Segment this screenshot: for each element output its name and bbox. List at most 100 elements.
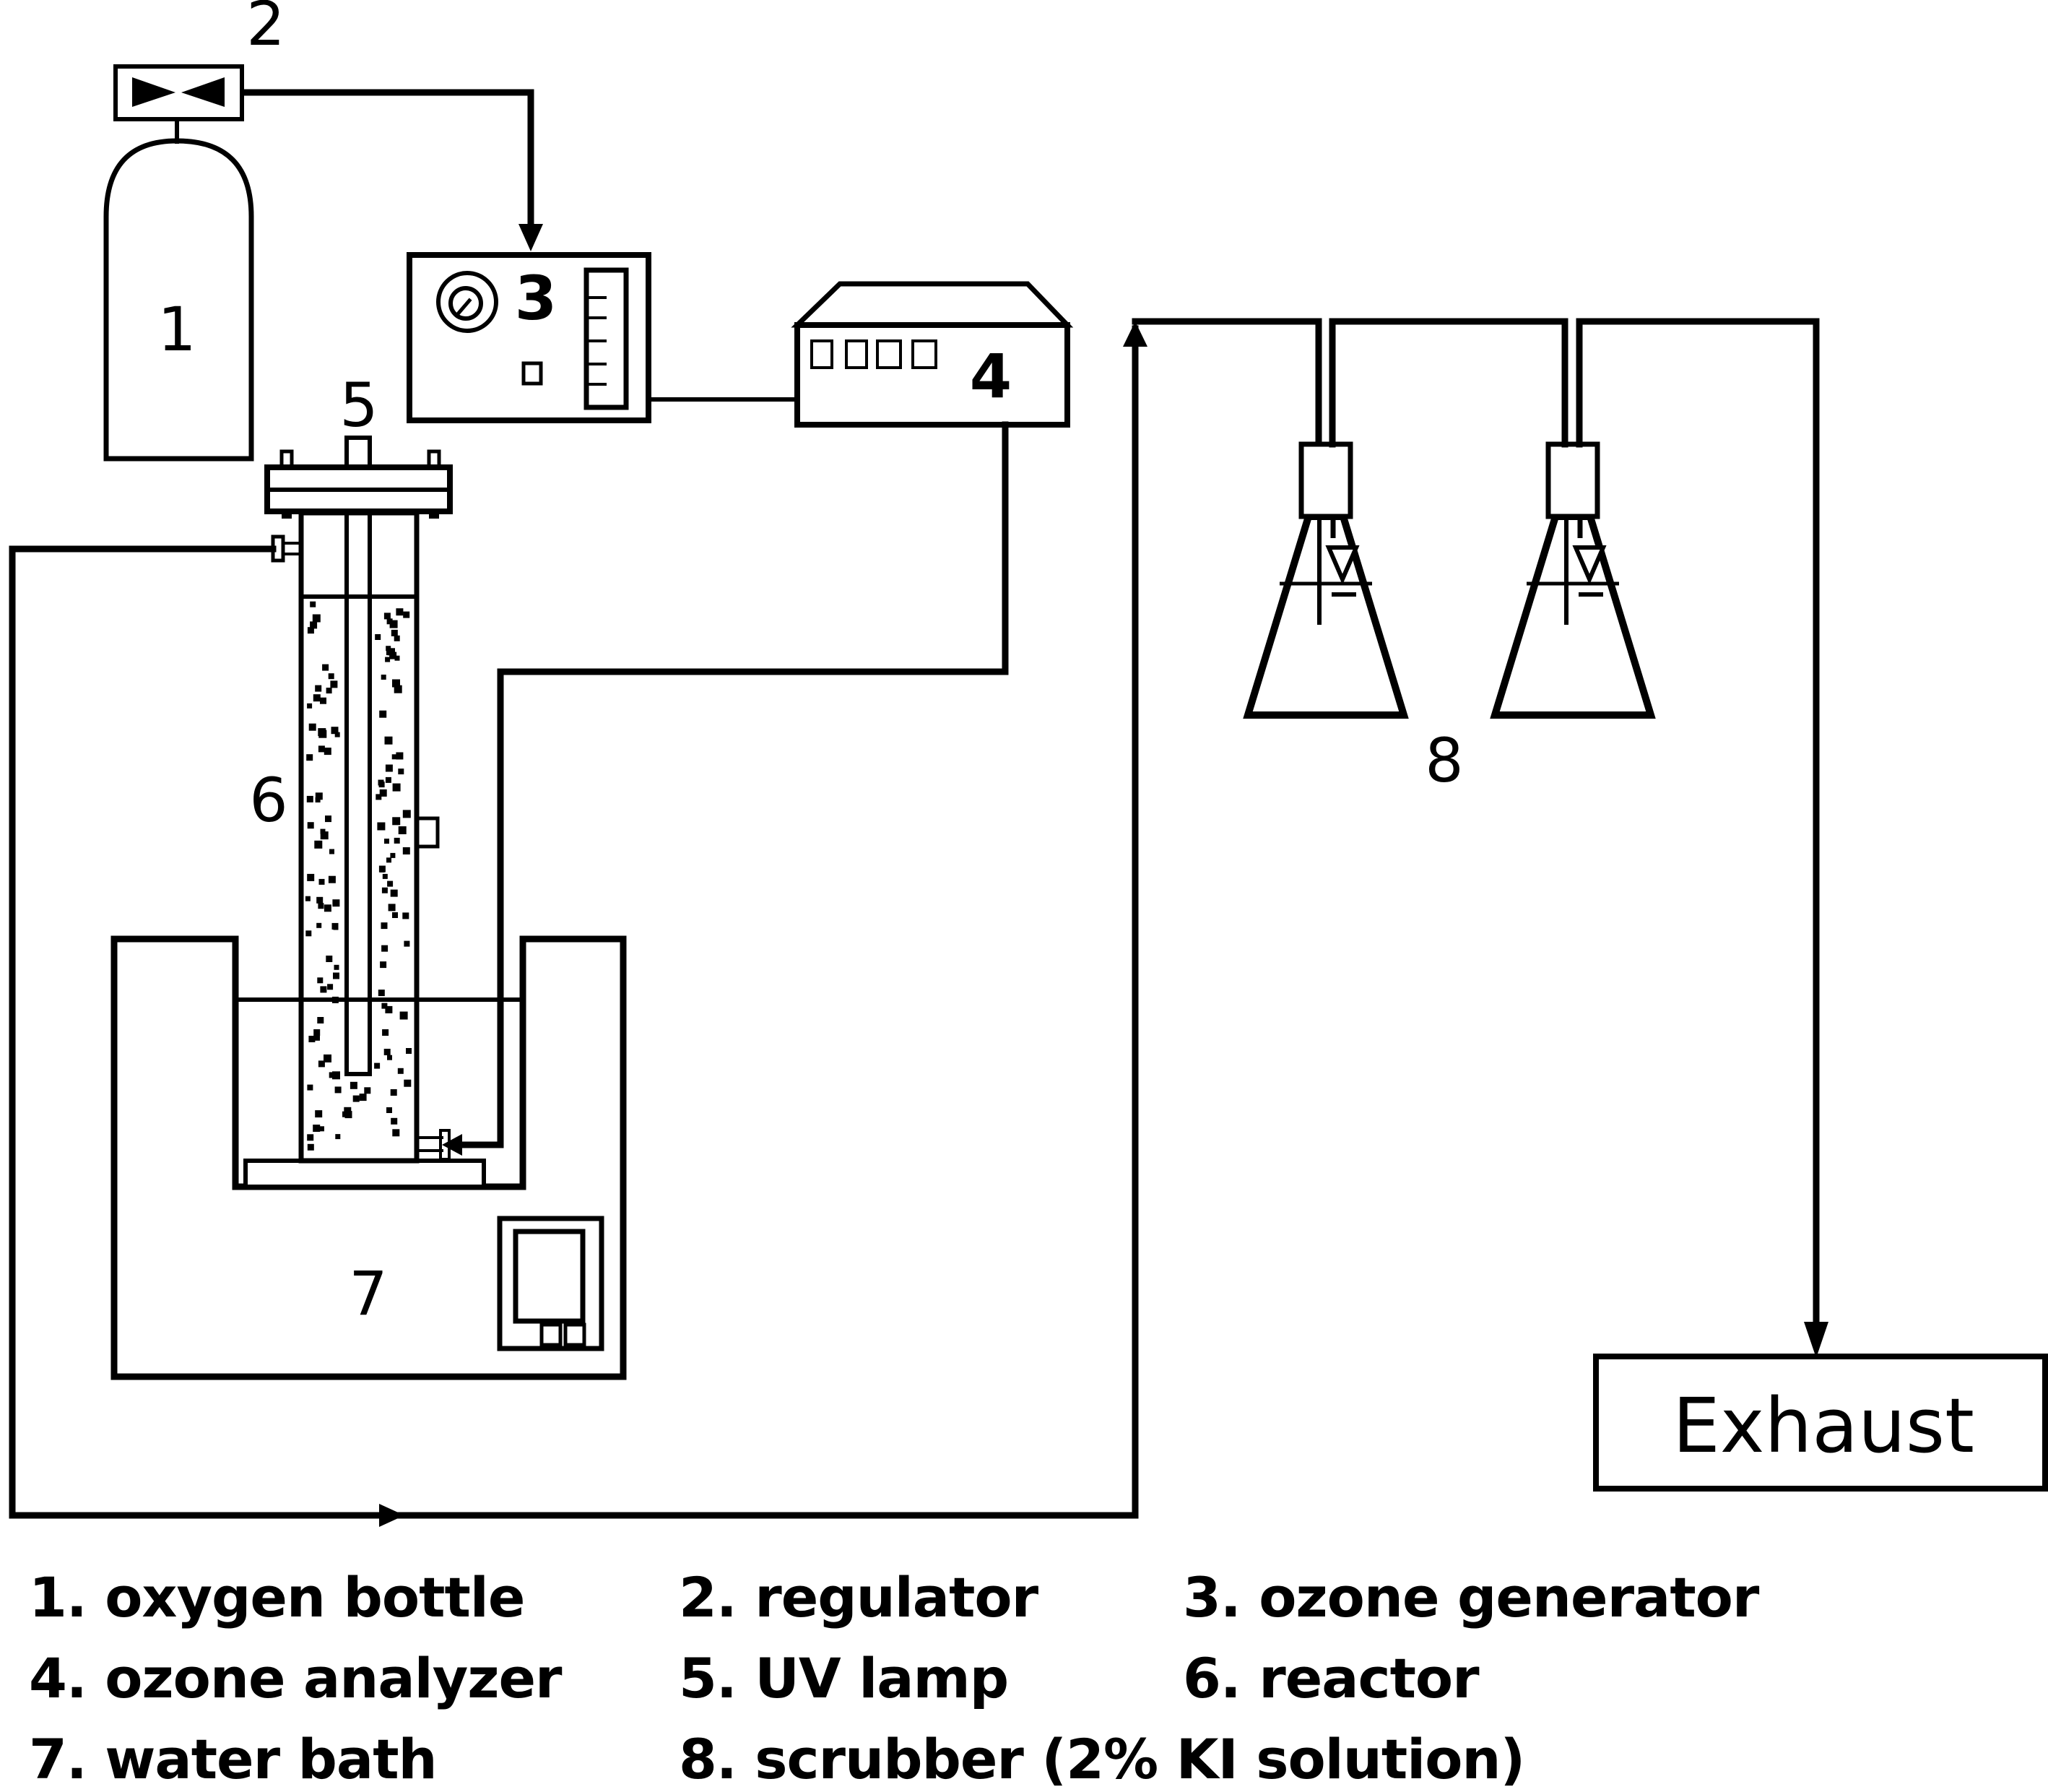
packing-particle <box>322 664 329 671</box>
packing-particle <box>332 1071 340 1080</box>
packing-particle <box>318 903 324 909</box>
packing-particle <box>307 1143 314 1151</box>
water-level-symbol-icon <box>1572 545 1607 585</box>
packing-particle <box>383 1049 391 1055</box>
packing-particle <box>313 694 321 702</box>
legend-item-2: 2. regulator <box>679 1565 1039 1629</box>
packing-particle <box>317 977 324 984</box>
packing-particle <box>333 972 339 979</box>
legend-item-4: 4. ozone analyzer <box>29 1646 563 1710</box>
oxygen-bottle: 1 <box>103 117 254 462</box>
packing-particle <box>392 817 401 826</box>
analyzer-display-icon <box>810 339 937 369</box>
packing-particle <box>315 685 322 692</box>
packing-particle <box>328 875 336 883</box>
generator-indicator-icon <box>521 361 543 386</box>
pipe-analyzer-to-reactor <box>448 421 1009 1148</box>
packing-particle <box>385 764 393 772</box>
arrow-right-icon <box>379 1504 404 1527</box>
arrow-down-icon <box>518 224 543 251</box>
packing-particle <box>314 840 323 849</box>
flask-stopper <box>1545 441 1600 519</box>
packing-particle <box>381 675 386 680</box>
legend-item-7: 7. water bath <box>29 1727 437 1791</box>
arrow-up-icon <box>1123 321 1147 347</box>
packing-particle <box>308 1036 316 1042</box>
packing-particle <box>389 620 398 628</box>
generator-scale-icon <box>583 267 629 410</box>
exhaust-box <box>1593 1354 2048 1492</box>
packing-particle <box>331 996 339 1003</box>
arrow-left-icon <box>442 1134 462 1156</box>
packing-particle <box>308 723 316 731</box>
pipe-scrubber-1-to-2 <box>1329 318 1568 448</box>
packing-particle <box>352 1095 360 1102</box>
packing-particle <box>404 1079 412 1087</box>
packing-particle <box>378 990 385 997</box>
packing-particle <box>392 679 400 688</box>
exhaust-label: Exhaust <box>1672 1382 1974 1470</box>
flange-bolt-icon <box>427 449 441 469</box>
packing-particle <box>313 1125 321 1132</box>
packing-particle <box>318 730 327 738</box>
packing-particle <box>378 782 385 788</box>
pipe-to-scrubber-1 <box>1132 318 1322 448</box>
packing-particle <box>319 1126 324 1132</box>
packing-particle <box>329 849 334 854</box>
packing-particle <box>381 945 389 952</box>
packing-particle <box>315 797 321 802</box>
packing-particle <box>396 608 404 616</box>
packing-particle <box>316 922 322 928</box>
packing-particle <box>316 896 324 904</box>
ozone-generator: 3 <box>407 252 651 423</box>
water-bath-outline <box>110 935 627 1380</box>
packing-particle <box>391 1117 398 1125</box>
exhaust: Exhaust <box>1593 1354 2048 1492</box>
packing-particle <box>315 792 323 800</box>
packing-particle <box>380 961 387 969</box>
packing-particle <box>324 904 331 912</box>
legend-item-1: 1. oxygen bottle <box>29 1565 524 1629</box>
packing-particle <box>313 1029 321 1036</box>
label-7: 7 <box>349 1258 387 1329</box>
label-3: 3 <box>515 263 557 334</box>
generator-box <box>407 252 651 423</box>
packing-media <box>305 601 412 1151</box>
label-8: 8 <box>1425 725 1463 796</box>
packing-particle <box>386 618 393 625</box>
water-level-symbol-icon <box>1325 545 1360 585</box>
ozone-analyzer: 4 <box>791 281 1074 428</box>
packing-particle <box>377 822 386 831</box>
uv-lamp-cap <box>344 436 372 469</box>
packing-particle <box>306 795 313 802</box>
packing-particle <box>386 1107 392 1113</box>
packing-particle <box>318 745 325 753</box>
packing-particle <box>390 889 398 897</box>
packing-particle <box>310 601 316 607</box>
packing-particle <box>406 1048 412 1054</box>
packing-particle <box>396 752 404 760</box>
flange-bolt-icon <box>279 449 294 469</box>
legend-item-8: 8. scrubber (2% KI solution) <box>679 1727 1524 1791</box>
flask-stopper <box>1298 441 1353 519</box>
packing-particle <box>382 1029 389 1036</box>
packing-particle <box>307 703 313 709</box>
packing-particle <box>342 1111 348 1117</box>
packing-particle <box>324 1054 331 1062</box>
packing-particle <box>383 613 391 620</box>
packing-particle <box>388 648 395 656</box>
packing-particle <box>318 1060 325 1068</box>
packing-particle <box>404 940 410 947</box>
packing-particle <box>391 754 397 760</box>
generator-knob-icon <box>436 271 498 333</box>
packing-particle <box>379 710 387 718</box>
packing-particle <box>307 627 314 634</box>
packing-particle <box>329 1072 335 1078</box>
label-1: 1 <box>157 294 196 365</box>
packing-particle <box>391 629 398 636</box>
flange-nut-icon <box>429 511 439 519</box>
packing-particle <box>344 1107 352 1114</box>
packing-particle <box>402 847 410 854</box>
packing-particle <box>307 822 314 829</box>
packing-particle <box>320 697 326 704</box>
